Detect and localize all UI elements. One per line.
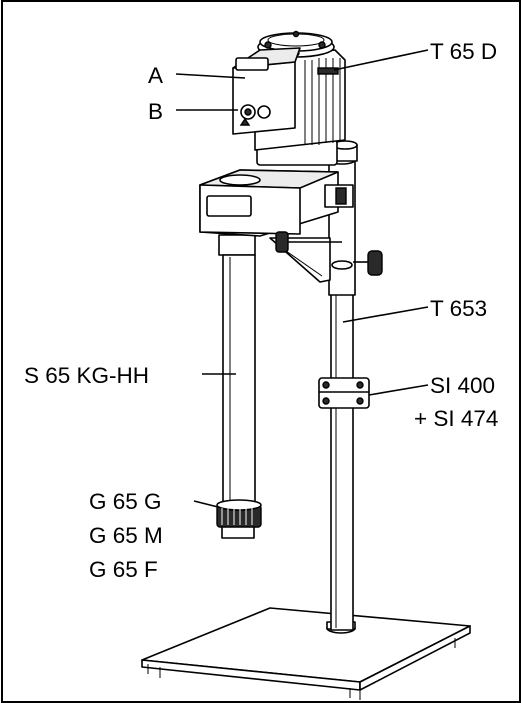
dispersing-shaft <box>218 234 256 539</box>
label-column: T 653 <box>430 296 487 321</box>
label-a: A <box>148 63 163 88</box>
label-tool-1: G 65 G <box>89 489 162 514</box>
generator-tool <box>216 499 262 528</box>
label-motor: T 65 D <box>430 39 497 64</box>
clamp-si-400 <box>318 377 370 409</box>
label-clamp-1: SI 400 <box>430 373 495 398</box>
label-tool-3: G 65 F <box>89 557 158 582</box>
label-clamp-2: + SI 474 <box>414 406 498 431</box>
motor-bracket <box>199 169 383 283</box>
leader-lines <box>175 49 429 508</box>
drive-motor <box>232 30 346 166</box>
label-shaft: S 65 KG-HH <box>24 363 149 388</box>
base-plate <box>141 607 471 700</box>
label-b: B <box>148 99 163 124</box>
label-tool-2: G 65 M <box>89 523 163 548</box>
